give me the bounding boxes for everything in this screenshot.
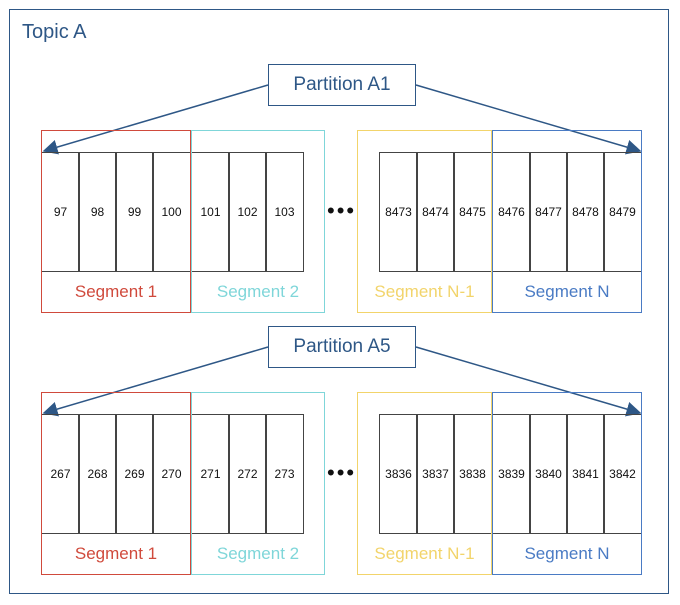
offset-cell: 102 <box>228 152 267 272</box>
offset-cell: 8478 <box>566 152 605 272</box>
ellipsis: ••• <box>327 460 357 485</box>
segment-label: Segment 1 <box>74 544 158 563</box>
offset-cell: 3837 <box>416 414 455 534</box>
offset-cell: 268 <box>78 414 117 534</box>
partition-label-box: Partition A1 <box>268 64 416 106</box>
offset-cell: 8473 <box>379 152 418 272</box>
partition-label-box: Partition A5 <box>268 326 416 368</box>
segment-box: Segment N <box>492 130 642 313</box>
offset-cell: 99 <box>115 152 154 272</box>
segment-label: Segment 1 <box>74 282 158 301</box>
offset-cell: 103 <box>265 152 304 272</box>
offset-cell: 8477 <box>529 152 568 272</box>
segment-label: Segment 2 <box>216 544 300 563</box>
segment-label: Segment 2 <box>216 282 300 301</box>
segment-box: Segment 2 <box>191 130 325 313</box>
offset-cell: 3840 <box>529 414 568 534</box>
segment-box: Segment 1 <box>41 130 191 313</box>
ellipsis: ••• <box>327 198 357 223</box>
segment-box: Segment N-1 <box>357 392 492 575</box>
segment-box: Segment N-1 <box>357 130 492 313</box>
segment-box: Segment 1 <box>41 392 191 575</box>
segment-label: Segment N <box>524 544 610 563</box>
segment-label: Segment N-1 <box>374 282 475 301</box>
segment-label: Segment N <box>524 282 610 301</box>
segment-box: Segment N <box>492 392 642 575</box>
segment-label: Segment N-1 <box>374 544 475 563</box>
offset-cell: 3836 <box>379 414 418 534</box>
offset-cell: 273 <box>265 414 304 534</box>
offset-cell: 8474 <box>416 152 455 272</box>
offset-cell: 98 <box>78 152 117 272</box>
topic-label: Topic A <box>22 21 87 43</box>
segment-box: Segment 2 <box>191 392 325 575</box>
topic-frame <box>9 9 669 594</box>
offset-cell: 269 <box>115 414 154 534</box>
offset-cell: 272 <box>228 414 267 534</box>
offset-cell: 3841 <box>566 414 605 534</box>
